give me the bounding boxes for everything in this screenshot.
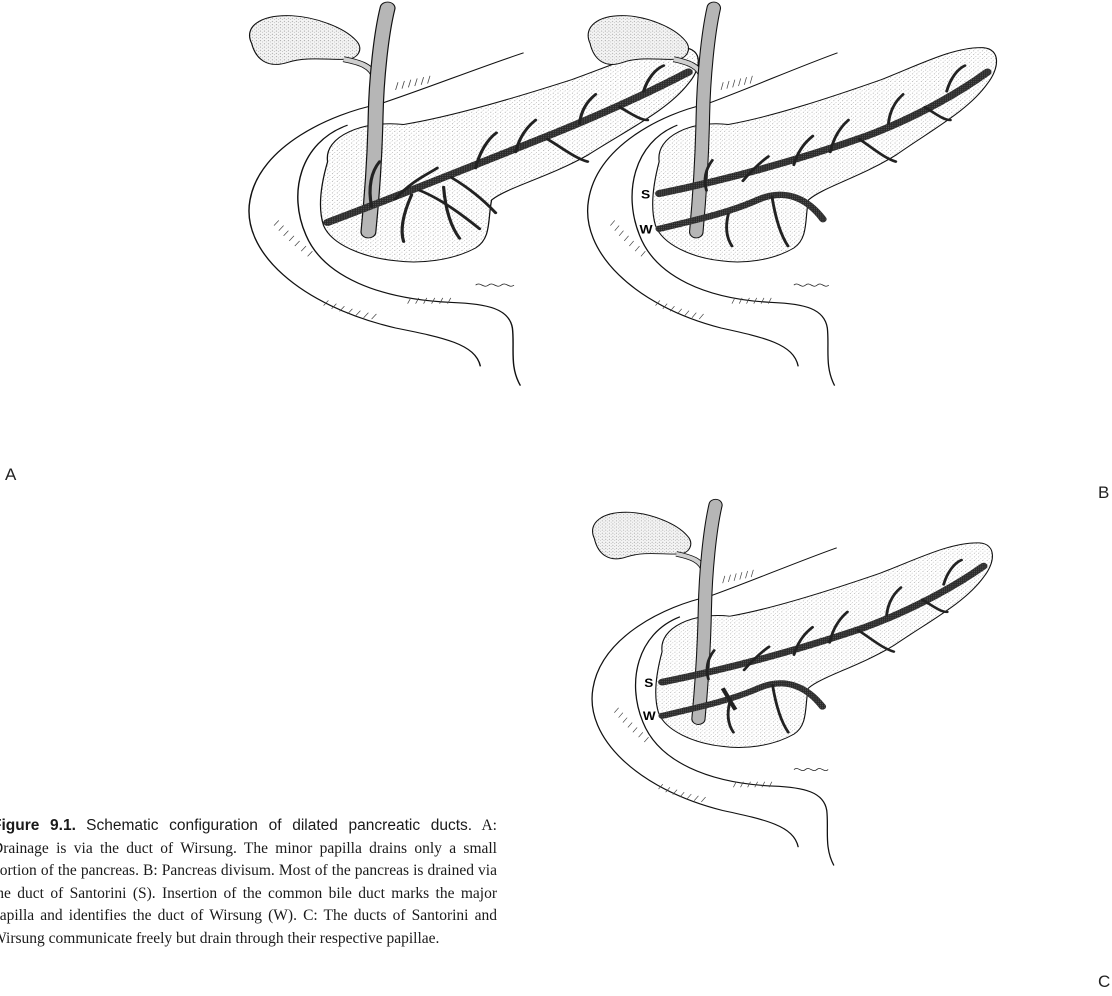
panel-a-letter: A bbox=[5, 465, 16, 485]
caption-body: A: Drainage is via the duct of Wirsung. … bbox=[0, 817, 497, 947]
panel-b-letter: B bbox=[1098, 483, 1109, 503]
panel-c-letter: C bbox=[1098, 972, 1110, 992]
figure-caption: Figure 9.1. Schematic configuration of d… bbox=[0, 815, 497, 950]
caption-number: Figure 9.1. bbox=[0, 817, 76, 834]
panel-c-illustration: S W bbox=[520, 505, 1080, 975]
panel-c-label-s: S bbox=[644, 677, 653, 690]
caption-title: Schematic configuration of dilated pancr… bbox=[86, 817, 472, 834]
panel-b-illustration: S W bbox=[520, 8, 1080, 488]
panel-c-label-w: W bbox=[643, 710, 656, 723]
panel-b-label-s: S bbox=[641, 188, 651, 202]
panel-b-label-w: W bbox=[640, 222, 654, 236]
